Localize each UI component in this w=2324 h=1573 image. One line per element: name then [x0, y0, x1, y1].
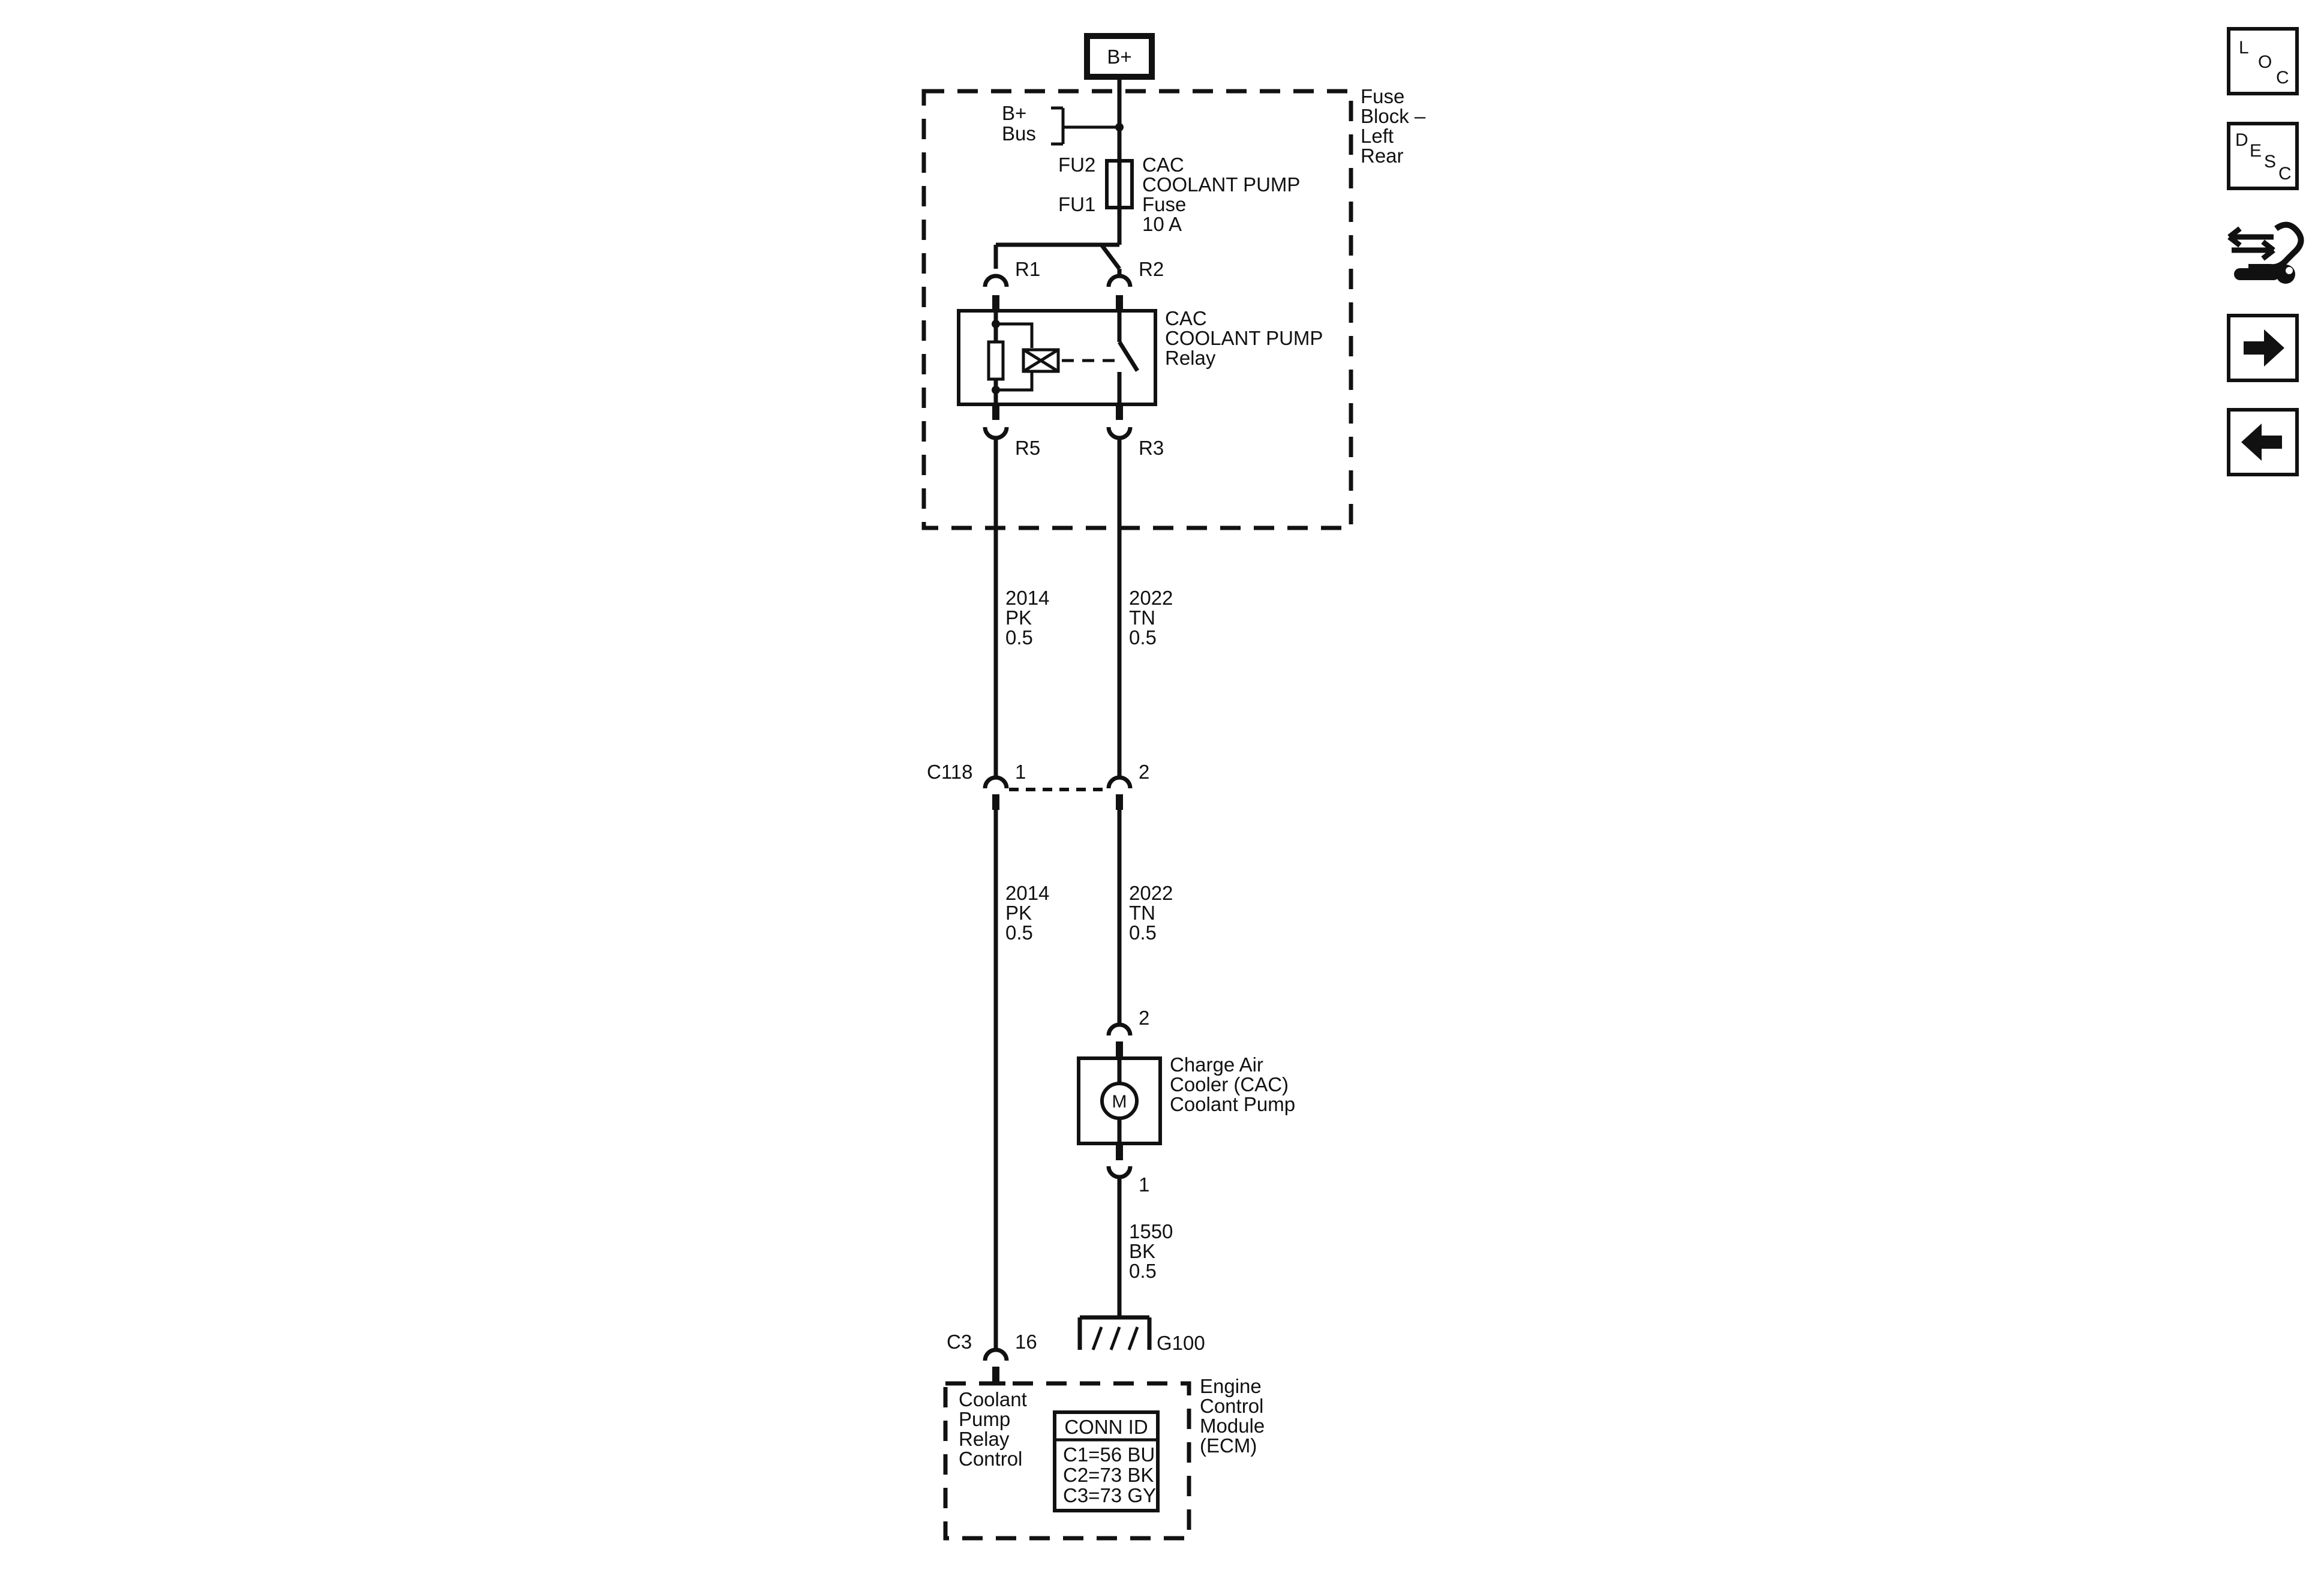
svg-text:C: C — [2278, 164, 2292, 184]
wire-label-pk-upper: 2014 PK 0.5 — [1005, 587, 1055, 649]
relay-pin-r2: R2 — [1139, 258, 1164, 280]
svg-text:O: O — [2258, 52, 2272, 72]
svg-text:L: L — [2239, 38, 2249, 58]
wire-label-tn-lower: 2022 TN 0.5 — [1129, 882, 1179, 944]
coolant-pump-symbol — [1077, 1022, 1162, 1179]
relay-symbol — [957, 309, 1157, 406]
ground-label: G100 — [1157, 1332, 1205, 1354]
svg-text:C: C — [2276, 68, 2289, 88]
ecm-boundary — [943, 1381, 1191, 1541]
pump-pin-bottom: 1 — [1139, 1173, 1149, 1196]
ground-symbol — [1077, 1315, 1152, 1350]
relay-pin-r5: R5 — [1015, 437, 1040, 459]
conn-id-row: C3=73 GY — [1063, 1484, 1156, 1506]
arrow-right-icon — [2244, 329, 2284, 367]
b-plus-label: B+ — [1107, 46, 1131, 68]
wire-label-bk: 1550 BK 0.5 — [1129, 1220, 1179, 1282]
connector-tool-button[interactable] — [2227, 213, 2306, 285]
relay-name: CAC COOLANT PUMP Relay — [1165, 307, 1328, 369]
connector-c118-name: C118 — [927, 761, 972, 783]
relay-pin-r1: R1 — [1015, 258, 1040, 280]
svg-text:S: S — [2264, 152, 2276, 172]
conn-id-table: CONN ID C1=56 BU C2=73 BK C3=73 GY — [1053, 1410, 1160, 1512]
location-icon: L O C — [2239, 38, 2289, 88]
bus-label: B+ Bus — [1002, 102, 1036, 145]
relay-pin-r3: R3 — [1139, 437, 1164, 459]
loc-button[interactable]: L O C — [2227, 27, 2299, 95]
fuse-block-boundary — [921, 89, 1353, 530]
connector-tool-icon — [2227, 221, 2304, 284]
wire-label-tn-upper: 2022 TN 0.5 — [1129, 587, 1179, 649]
next-button[interactable] — [2227, 314, 2299, 382]
ecm-connector-label: C3 — [947, 1331, 972, 1353]
conn-id-row: C2=73 BK — [1063, 1464, 1154, 1486]
b-plus-supply: B+ — [1084, 33, 1155, 80]
motor-symbol-label: M — [1112, 1092, 1127, 1112]
svg-text:E: E — [2250, 141, 2262, 161]
previous-button[interactable] — [2227, 408, 2299, 476]
svg-text:D: D — [2235, 130, 2248, 150]
desc-button[interactable]: D E S C — [2227, 122, 2299, 190]
fuse-block-name: Fuse Block – Left Rear — [1361, 85, 1431, 167]
conn-id-row: C1=56 BU — [1063, 1443, 1155, 1466]
description-icon: D E S C — [2235, 130, 2292, 184]
fuse-pin-fu2: FU2 — [1058, 154, 1095, 176]
fuse-pin-fu1: FU1 — [1058, 193, 1095, 215]
pump-pin-top: 2 — [1139, 1007, 1149, 1029]
ecm-name: Engine Control Module (ECM) — [1200, 1375, 1270, 1457]
connector-c118-pin1: 1 — [1015, 761, 1026, 783]
ecm-pin-label: 16 — [1015, 1331, 1037, 1353]
fuse-name: CAC COOLANT PUMP Fuse 10 A — [1142, 154, 1305, 235]
ecm-circuit-name: Coolant Pump Relay Control — [959, 1388, 1032, 1470]
connector-c118 — [983, 775, 1133, 810]
conn-id-title: CONN ID — [1064, 1416, 1148, 1438]
arrow-left-icon — [2241, 424, 2282, 461]
connector-c118-pin2: 2 — [1139, 761, 1149, 783]
wire-label-pk-lower: 2014 PK 0.5 — [1005, 882, 1055, 944]
pump-name: Charge Air Cooler (CAC) Coolant Pump — [1170, 1053, 1295, 1115]
